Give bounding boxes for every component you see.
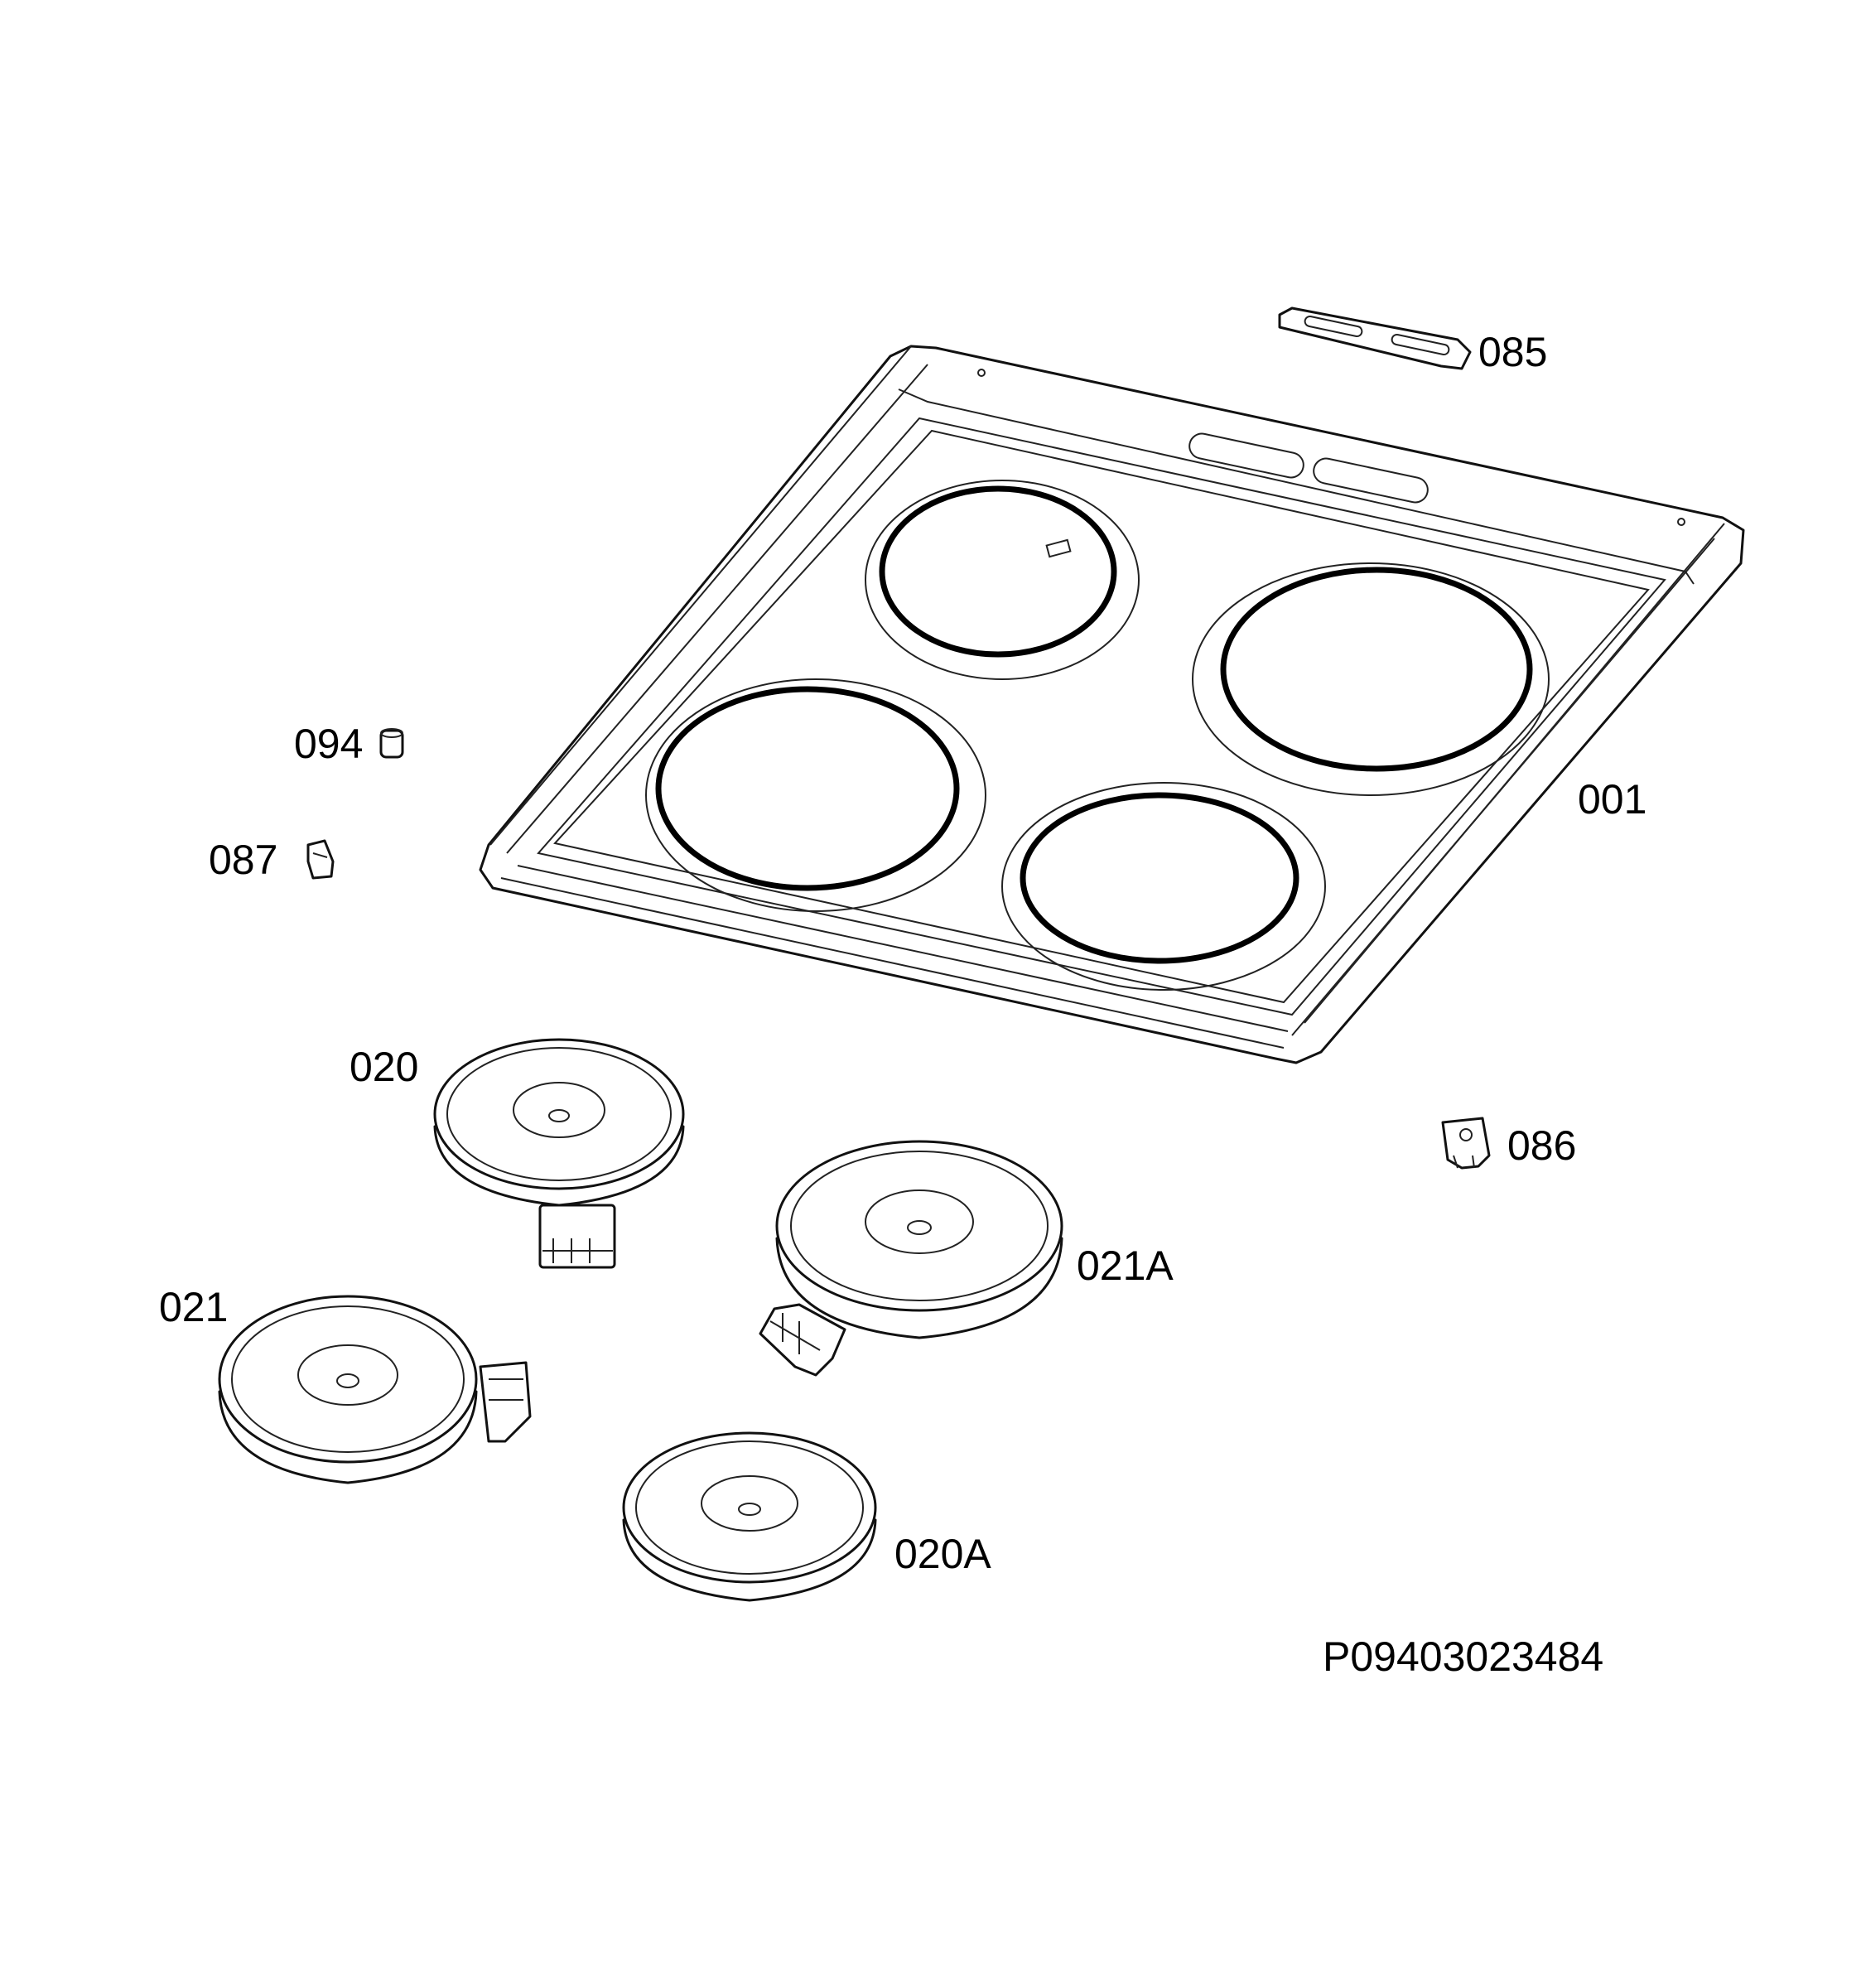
drawing-number: P09403023484: [1323, 1633, 1603, 1680]
label-001: 001: [1578, 776, 1646, 823]
part-087-clip[interactable]: [306, 839, 335, 880]
label-020: 020: [350, 1044, 418, 1090]
part-085-cover[interactable]: [1278, 306, 1472, 370]
part-094-cylinder[interactable]: [379, 728, 404, 759]
label-094: 094: [294, 721, 363, 767]
part-020-hotplate[interactable]: [433, 1038, 685, 1269]
label-021A: 021A: [1077, 1242, 1174, 1289]
label-021: 021: [159, 1284, 228, 1330]
label-086: 086: [1507, 1122, 1576, 1169]
part-021-hotplate[interactable]: [218, 1295, 532, 1484]
part-001-cooktop-frame[interactable]: [479, 345, 1745, 1064]
label-087: 087: [209, 837, 277, 883]
label-020A: 020A: [894, 1531, 991, 1577]
part-020A-hotplate[interactable]: [622, 1431, 877, 1602]
label-085: 085: [1478, 329, 1547, 375]
part-086-bracket[interactable]: [1441, 1117, 1491, 1170]
part-021A-hotplate[interactable]: [759, 1140, 1063, 1377]
